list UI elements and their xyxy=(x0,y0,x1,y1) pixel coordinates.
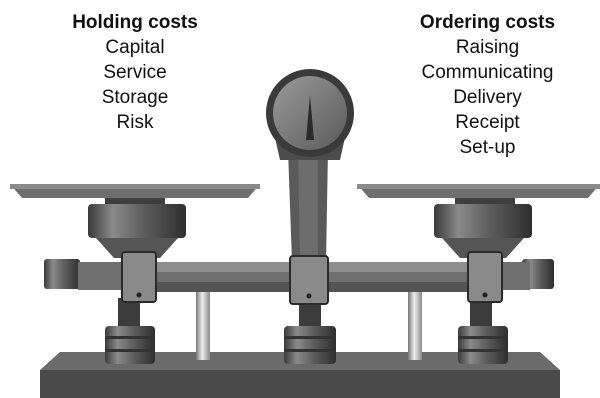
holding-cost-item: Service xyxy=(103,62,167,83)
ordering-cost-item: Set-up xyxy=(459,137,516,158)
left-pan xyxy=(10,184,260,303)
left-foot xyxy=(105,298,155,364)
holding-costs-list: Holding costs Capital Service Storage Ri… xyxy=(40,10,230,135)
right-pan xyxy=(357,184,600,303)
right-support-rod xyxy=(408,292,422,360)
ordering-costs-heading: Ordering costs xyxy=(419,12,556,33)
scale-base xyxy=(40,352,560,398)
holding-costs-heading: Holding costs xyxy=(72,12,198,33)
ordering-cost-item: Raising xyxy=(455,37,520,58)
ordering-cost-item: Receipt xyxy=(455,112,520,133)
ordering-cost-item: Delivery xyxy=(453,87,522,108)
left-support-rod xyxy=(196,292,210,360)
holding-cost-item: Capital xyxy=(105,37,165,58)
center-foot xyxy=(284,298,336,364)
dial-needle xyxy=(306,95,314,140)
dial-gauge xyxy=(266,69,354,157)
holding-cost-item: Risk xyxy=(116,112,154,133)
ordering-cost-item: Communicating xyxy=(421,62,554,83)
right-foot xyxy=(458,298,508,364)
ordering-costs-list: Ordering costs Raising Communicating Del… xyxy=(390,10,585,160)
holding-cost-item: Storage xyxy=(101,87,169,108)
